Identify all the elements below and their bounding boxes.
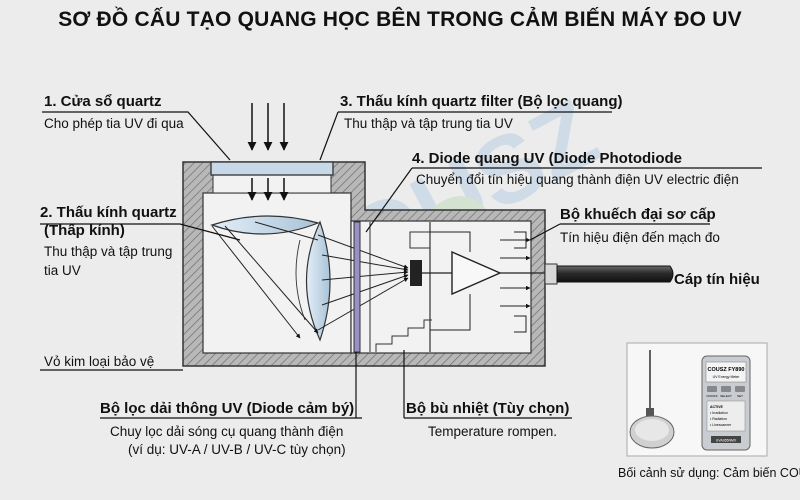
incoming-uv-arrows: [247, 103, 289, 201]
menu-item-3: • Linescanner: [710, 423, 732, 427]
amplifier-wiring: [430, 231, 531, 333]
uv-photodiode: [410, 260, 422, 286]
temp-comp-steps: [375, 319, 432, 352]
label-quartz-filter-desc: Thu thập và tập trung tia UV: [344, 116, 513, 131]
label-quartz-window-heading: 1. Cửa sổ quartz: [44, 93, 162, 110]
button-select-label: SELECT: [720, 394, 732, 398]
label-amplifier-desc: Tín hiệu điện đến mạch đo: [560, 230, 720, 245]
uv-rays: [211, 221, 409, 339]
page-title: SƠ ĐỒ CẤU TẠO QUANG HỌC BÊN TRONG CẢM BI…: [58, 8, 742, 31]
metal-housing: [182, 161, 546, 367]
label-quartz-lens-desc-1: Thu thập và tập trung: [44, 244, 173, 259]
meter-subtitle: UV Energy Meter: [713, 375, 741, 379]
label-signal-cable: Cáp tín hiệu: [674, 271, 760, 288]
label-uv-bandpass-heading: Bộ lọc dải thông UV (Diode cảm bý): [100, 400, 355, 417]
leader-lines: [40, 111, 762, 419]
button-set-label: SET: [737, 394, 743, 398]
menu-item-2: • Radiation: [710, 417, 727, 421]
menu-item-1: • Irradiation: [710, 411, 728, 415]
label-photodiode-heading: 4. Diode quang UV (Diode Photodiode: [412, 150, 682, 167]
label-quartz-lens-desc-2: tia UV: [44, 263, 81, 278]
label-quartz-filter-heading: 3. Thấu kính quartz filter (Bộ lọc quang…: [340, 93, 623, 110]
uv-bandpass-filter: [353, 221, 361, 353]
button-select: [721, 386, 731, 392]
label-temp-comp-desc: Temperature rompen.: [428, 424, 558, 439]
label-quartz-lens-heading-1: 2. Thấu kính quartz: [40, 204, 177, 221]
quartz-lens-main: [305, 220, 331, 342]
label-quartz-lens-heading-2: (Thấp kính): [44, 222, 125, 239]
signal-cable: [556, 265, 674, 283]
label-photodiode-desc: Chuyển đổi tín hiệu quang thành điện UV …: [416, 172, 739, 187]
meter-model: UVA365NMX: [716, 439, 737, 443]
label-quartz-window-desc: Cho phép tia UV đi qua: [44, 116, 184, 131]
button-onoff-label: ON/OFF: [706, 394, 717, 398]
label-uv-bandpass-desc-2: (ví dụ: UV-A / UV-B / UV-C tùy chọn): [128, 442, 346, 457]
label-temp-comp-heading: Bộ bù nhiệt (Tùy chọn): [406, 400, 570, 417]
inset-caption: Bối cảnh sử dụng: Cảm biến COUSZ: [618, 466, 800, 480]
label-amplifier-heading: Bộ khuếch đại sơ cấp: [560, 206, 716, 223]
usage-context-inset: COUSZ FY890 UV Energy Meter ON/OFF SELEC…: [626, 342, 768, 457]
quartz-window: [210, 161, 334, 176]
label-uv-bandpass-desc-1: Chuy lọc dải sóng cụ quang thành điện: [110, 424, 344, 439]
button-onoff: [707, 386, 717, 392]
meter-brand: COUSZ FY890: [708, 367, 745, 373]
cable-connector: [544, 263, 558, 285]
label-metal-housing: Vỏ kim loại bảo vệ: [44, 354, 155, 369]
button-set: [735, 386, 745, 392]
menu-item-0: ACTIVE: [710, 405, 724, 409]
